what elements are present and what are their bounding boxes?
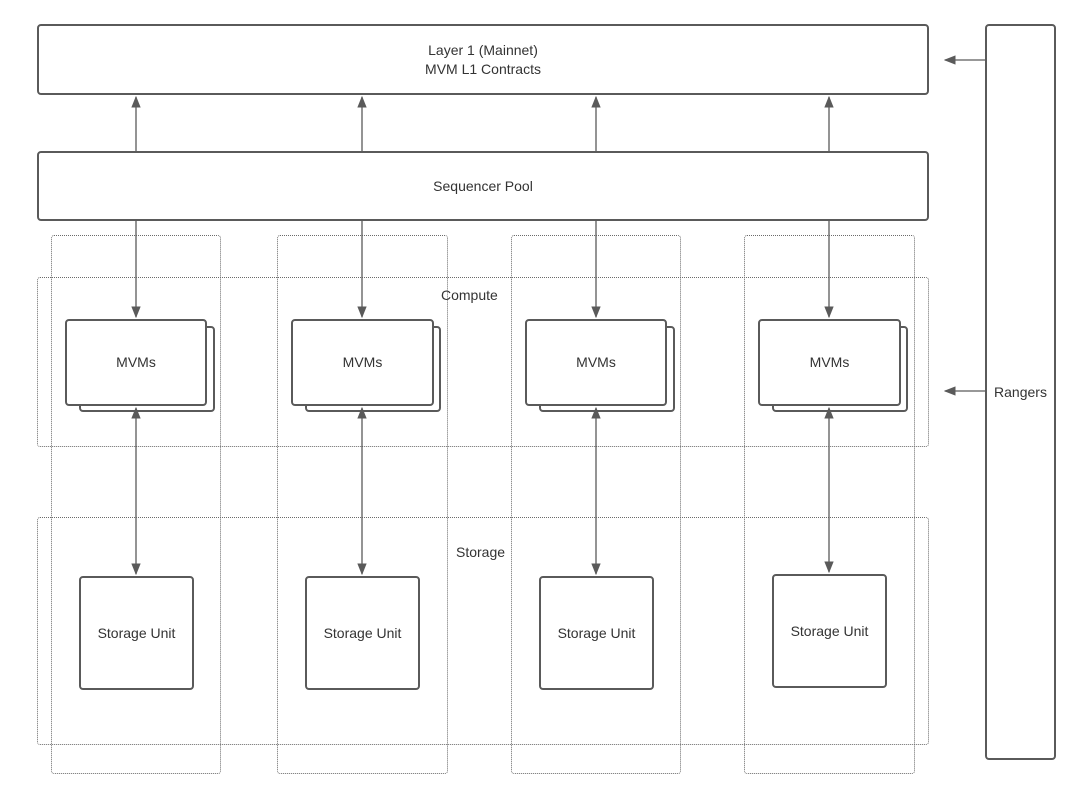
mvm-box-3: MVMs: [525, 319, 667, 406]
compute-group: [37, 277, 929, 447]
mvm-box-4: MVMs: [758, 319, 901, 406]
storage-unit-label-1: Storage Unit: [97, 624, 176, 641]
layer1-subtitle: MVM L1 Contracts: [425, 60, 541, 77]
sequencer-pool-box: Sequencer Pool: [37, 151, 929, 221]
compute-label: Compute: [441, 287, 498, 303]
storage-unit-2: Storage Unit: [305, 576, 420, 690]
storage-unit-1: Storage Unit: [79, 576, 194, 690]
mvm-label-2: MVMs: [342, 354, 383, 370]
mvm-box-2: MVMs: [291, 319, 434, 406]
rangers-box: Rangers: [985, 24, 1056, 760]
storage-unit-label-4: Storage Unit: [790, 622, 869, 639]
mvm-label-1: MVMs: [116, 354, 156, 370]
storage-group: [37, 517, 929, 745]
storage-unit-3: Storage Unit: [539, 576, 654, 690]
mvm-label-3: MVMs: [576, 354, 616, 370]
storage-unit-4: Storage Unit: [772, 574, 887, 688]
sequencer-pool-label: Sequencer Pool: [433, 177, 533, 194]
storage-unit-label-2: Storage Unit: [323, 624, 402, 641]
layer1-box: Layer 1 (Mainnet) MVM L1 Contracts: [37, 24, 929, 95]
mvm-label-4: MVMs: [809, 354, 850, 370]
rangers-label: Rangers: [994, 383, 1047, 400]
storage-unit-label-3: Storage Unit: [557, 624, 636, 641]
layer1-title: Layer 1 (Mainnet): [428, 41, 538, 58]
storage-label: Storage: [456, 544, 506, 560]
mvm-box-1: MVMs: [65, 319, 207, 406]
